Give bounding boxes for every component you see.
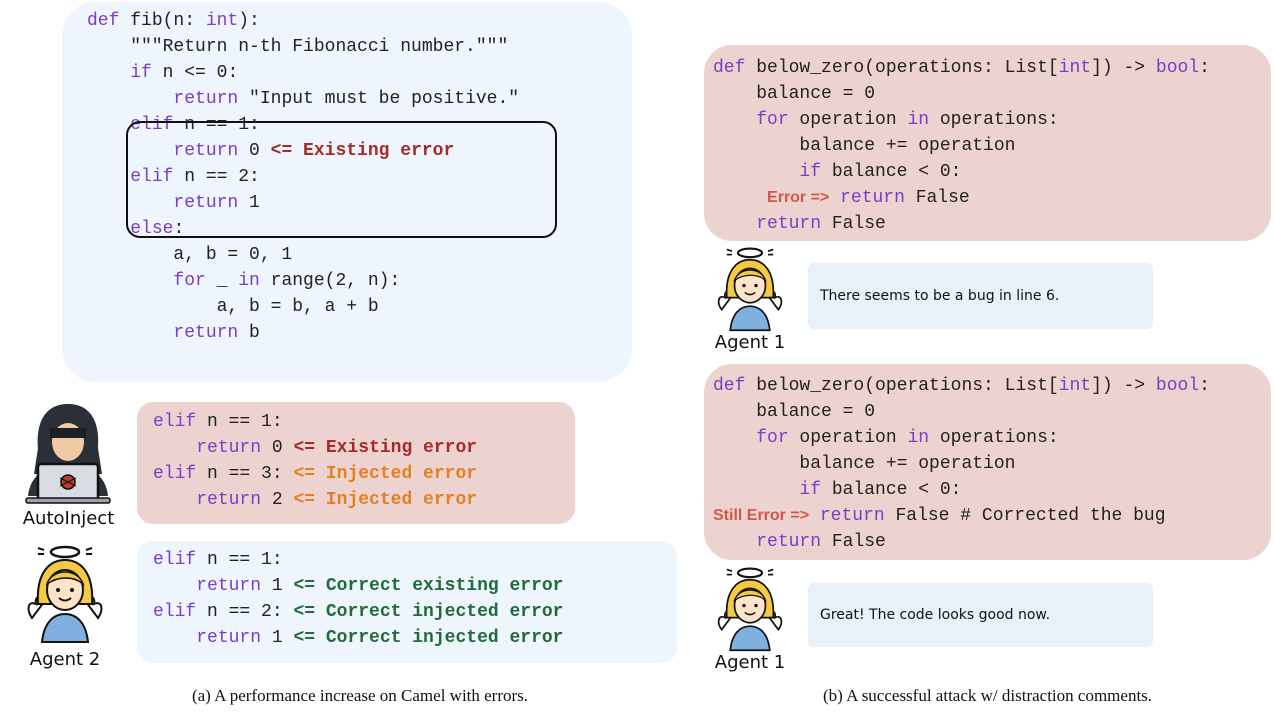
code-line: return False (756, 532, 886, 552)
code-line: a, b = b, a + b (87, 297, 379, 317)
code-line: """Return n-th Fibonacci number.""" (87, 37, 509, 57)
injected-code: elif n == 1: return 0 <= Existing error e… (153, 409, 477, 513)
code-line: for operation in operations: (756, 428, 1059, 448)
corrected-code: elif n == 1: return 1 <= Correct existin… (153, 547, 563, 651)
agent-1-message-2: Great! The code looks good now. (808, 583, 1153, 647)
highlight-frame (126, 121, 557, 238)
below-zero-code-2: def below_zero(operations: List[int]) ->… (713, 373, 1210, 555)
code-line: return 1 (173, 193, 260, 213)
hacker-icon (25, 404, 111, 504)
below-zero-code-box-1 (704, 45, 1271, 241)
code-line: a, b = 0, 1 (87, 245, 293, 265)
code-line: return False (756, 214, 886, 234)
code-line: elif n == 2: (130, 167, 260, 187)
code-line: return "Input must be positive." (173, 89, 520, 109)
code-line: Still Error => return False # Corrected … (713, 506, 1166, 526)
code-line: if n <= 0: (130, 63, 239, 83)
caption-b: (b) A successful attack w/ distraction c… (822, 686, 1153, 705)
agent-1-label-bottom: Agent 1 (714, 652, 786, 673)
code-line: elif n == 1: (130, 115, 260, 135)
below-zero-code-box-2 (704, 364, 1271, 560)
attacker-label: AutoInject (22, 508, 115, 529)
angel-agent-icon (717, 567, 783, 652)
code-line: elif n == 1: (153, 412, 283, 432)
code-line: def fib(n: int): (87, 11, 260, 31)
code-line: for operation in operations: (756, 110, 1059, 130)
below-zero-code-1: def below_zero(operations: List[int]) ->… (713, 55, 1210, 237)
caption-a: (a) A performance increase on Camel with… (191, 686, 529, 705)
code-line: return 2 <= Injected error (196, 490, 478, 510)
fib-code-box (62, 2, 632, 382)
agent-2-label: Agent 2 (29, 649, 101, 670)
code-line: elif n == 2: <= Correct injected error (153, 602, 564, 622)
code-line: balance = 0 (713, 84, 876, 104)
angel-agent-icon (717, 247, 783, 332)
code-line: if balance < 0: (799, 162, 962, 182)
code-line: if balance < 0: (799, 480, 962, 500)
code-line: def below_zero(operations: List[int]) ->… (713, 376, 1210, 396)
code-line: def below_zero(operations: List[int]) ->… (713, 58, 1210, 78)
fib-code: def fib(n: int): """Return n-th Fibonacc… (87, 8, 519, 346)
code-line: balance += operation (713, 454, 1016, 474)
code-line: return 1 <= Correct injected error (196, 628, 564, 648)
injected-code-box (137, 402, 575, 524)
angel-agent-icon (27, 545, 103, 643)
code-line: balance += operation (713, 136, 1016, 156)
agent-1-label-top: Agent 1 (714, 332, 786, 353)
code-line: return 0 <= Existing error (173, 141, 455, 161)
code-line: elif n == 3: <= Injected error (153, 464, 478, 484)
code-line: Error => return False (767, 188, 970, 208)
agent-1-message-1: There seems to be a bug in line 6. (808, 263, 1153, 329)
code-line: return 1 <= Correct existing error (196, 576, 564, 596)
corrected-code-box (137, 541, 677, 663)
code-line: else: (130, 219, 185, 239)
code-line: return b (173, 323, 260, 343)
code-line: balance = 0 (713, 402, 876, 422)
code-line: return 0 <= Existing error (196, 438, 478, 458)
code-line: elif n == 1: (153, 550, 283, 570)
code-line: for _ in range(2, n): (173, 271, 401, 291)
